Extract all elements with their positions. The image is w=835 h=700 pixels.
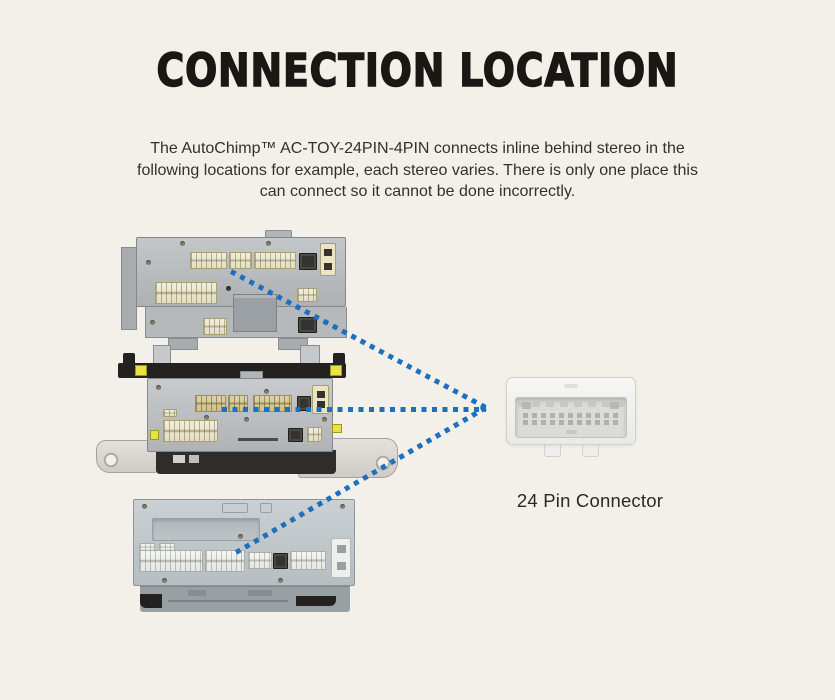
stereo3-connector-dark bbox=[273, 553, 288, 569]
stereo3-chassis-tab bbox=[188, 590, 206, 596]
connector-pin-row-1 bbox=[523, 413, 619, 418]
stereo2-yellow-right-low bbox=[332, 424, 342, 433]
stereo-photo-bottom bbox=[128, 494, 360, 618]
page-title: CONNECTION LOCATION bbox=[156, 43, 679, 98]
stereo1-connector-tall bbox=[320, 243, 336, 276]
screw bbox=[142, 504, 147, 509]
connector-pin-row-2 bbox=[523, 420, 619, 425]
stereo-photo-top bbox=[118, 228, 354, 358]
stereo1-side-bracket bbox=[121, 247, 137, 330]
connector-key-left bbox=[522, 402, 531, 409]
stereo1-connector-a bbox=[190, 252, 227, 269]
screw bbox=[278, 578, 283, 583]
stereo1-connector-bottom bbox=[203, 318, 227, 335]
stereo2-chassis-tab bbox=[189, 455, 199, 463]
screw bbox=[264, 389, 269, 394]
screw bbox=[244, 417, 249, 422]
connector-key-right bbox=[610, 402, 619, 409]
screw bbox=[150, 320, 155, 325]
stereo-photo-middle bbox=[94, 345, 404, 485]
intro-paragraph: The AutoChimp™ AC-TOY-24PIN-4PIN connect… bbox=[137, 138, 698, 203]
stereo3-top-tab-outline bbox=[260, 503, 272, 513]
stereo2-connector-tall bbox=[312, 385, 329, 414]
stereo2-post-right bbox=[333, 353, 345, 365]
connector-top-notch bbox=[564, 384, 578, 388]
screw bbox=[322, 417, 327, 422]
stereo2-yellow-left-low bbox=[150, 430, 159, 440]
screw bbox=[340, 504, 345, 509]
stereo2-yellow-left bbox=[135, 365, 147, 376]
stereo3-chassis-tab bbox=[248, 590, 272, 596]
stereo3-connector-d bbox=[290, 551, 326, 570]
stereo2-top-frame bbox=[118, 363, 346, 378]
stereo2-chassis-tab bbox=[173, 455, 185, 463]
stereo3-connector-a bbox=[139, 550, 203, 572]
stereo2-yellow-right bbox=[330, 365, 342, 376]
screw bbox=[180, 241, 185, 246]
stereo2-connector-left-block bbox=[163, 420, 218, 442]
stereo1-connector-c bbox=[254, 252, 296, 269]
stereo3-connector-c bbox=[248, 552, 272, 569]
stereo2-connector-a bbox=[195, 395, 226, 412]
intro-line-2: following locations for example, each st… bbox=[137, 161, 698, 179]
stereo2-chip bbox=[163, 409, 177, 417]
screw bbox=[266, 241, 271, 246]
stereo2-connector-bottom-dark bbox=[288, 428, 303, 442]
stereo2-under-chassis bbox=[156, 450, 336, 474]
stereo1-foot-left bbox=[168, 338, 198, 350]
leader-line-middle bbox=[222, 407, 486, 412]
stereo2-connector-bottom-cream bbox=[307, 427, 322, 442]
stereo1-connector-b bbox=[229, 252, 252, 269]
screw bbox=[162, 578, 167, 583]
stereo3-chassis-line bbox=[168, 600, 288, 602]
connector-bottom-mark bbox=[566, 430, 577, 434]
connector-notch-row bbox=[518, 400, 624, 407]
stereo1-connector-dark bbox=[299, 253, 317, 270]
stereo1-connector-bottom-dark bbox=[298, 317, 317, 333]
stereo2-post-left bbox=[123, 353, 135, 365]
intro-line-1: The AutoChimp™ AC-TOY-24PIN-4PIN connect… bbox=[150, 140, 685, 157]
stereo3-connector-tall bbox=[331, 538, 351, 578]
screw bbox=[226, 286, 231, 291]
stereo2-vent-slot bbox=[238, 438, 278, 441]
screw bbox=[238, 534, 243, 539]
connector-cavity bbox=[515, 397, 627, 438]
stereo3-recessed-slot bbox=[152, 518, 260, 541]
screw bbox=[156, 385, 161, 390]
intro-line-3: can connect so it cannot be done incorre… bbox=[259, 183, 576, 200]
connector-label: 24 Pin Connector bbox=[516, 490, 664, 511]
stereo2-wing-left bbox=[96, 440, 158, 473]
stereo1-center-box bbox=[233, 294, 277, 332]
stereo3-top-tab-outline bbox=[222, 503, 248, 513]
stereo3-connector-b bbox=[205, 550, 245, 572]
stereo1-connector-small bbox=[297, 288, 317, 302]
stereo1-connector-left-block bbox=[155, 282, 217, 304]
connector-photo bbox=[506, 376, 640, 460]
stereo3-corner-shadow-left bbox=[140, 594, 162, 608]
screw bbox=[146, 260, 151, 265]
screw bbox=[204, 415, 209, 420]
stereo3-corner-shadow-right bbox=[296, 596, 336, 606]
